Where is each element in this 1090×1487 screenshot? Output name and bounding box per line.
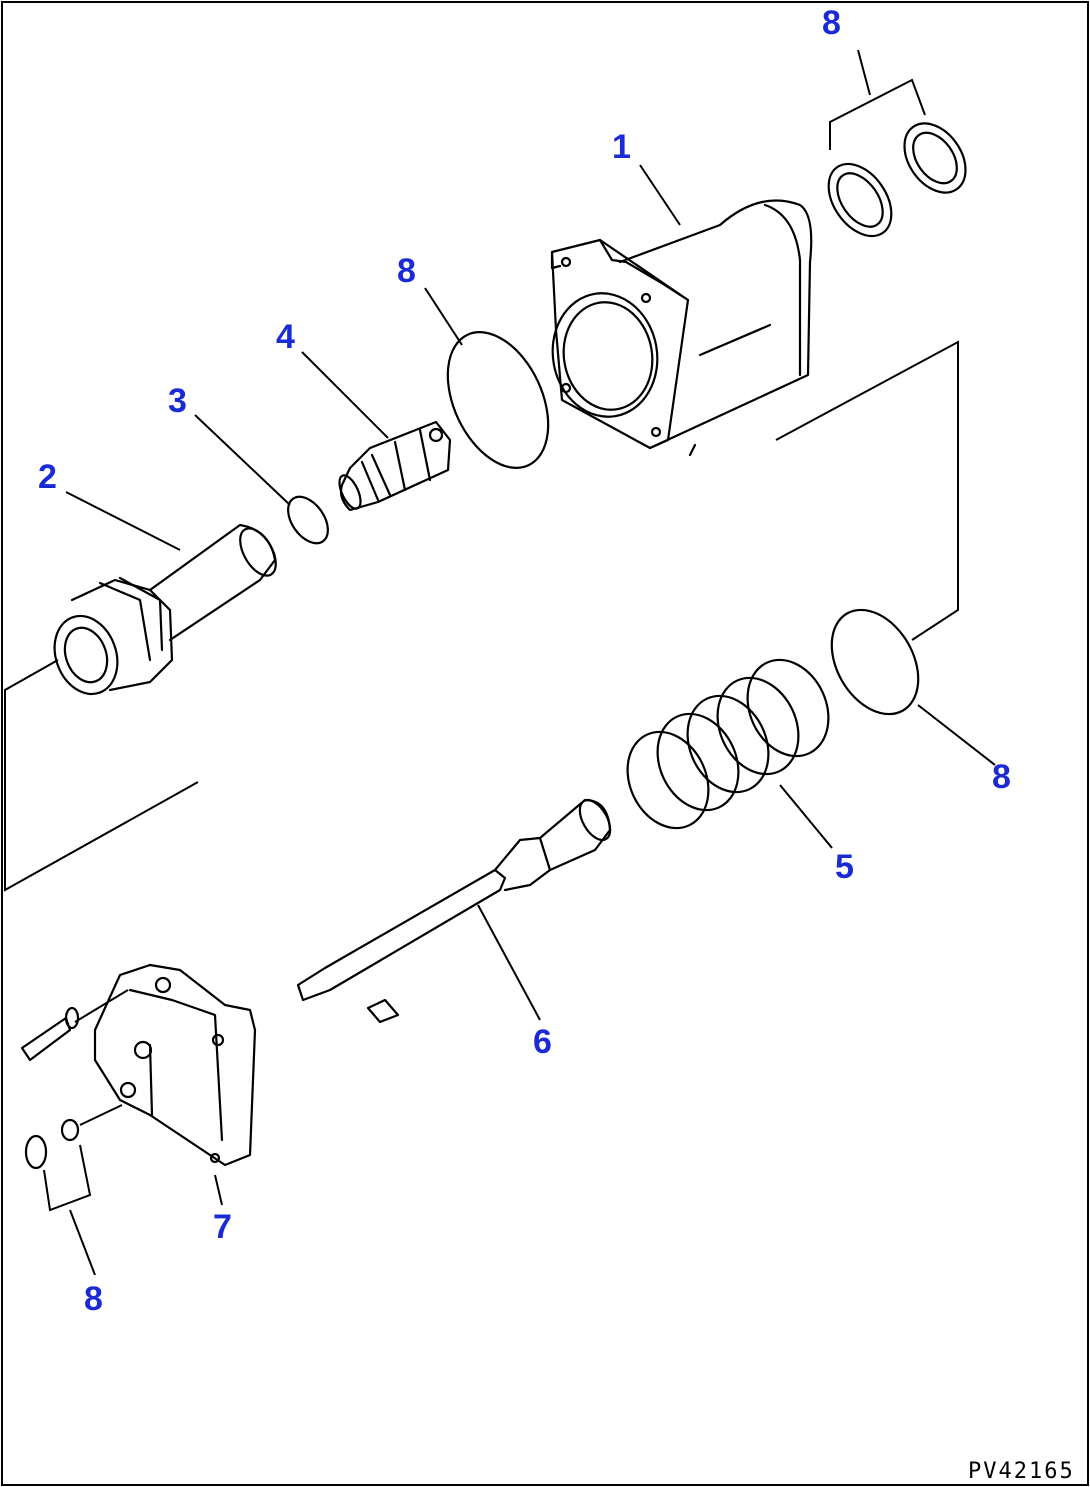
label-8-right: 8 bbox=[992, 758, 1011, 796]
leader-6 bbox=[477, 904, 541, 1021]
part-7-cover bbox=[20, 963, 257, 1170]
part-8-o-ring-right bbox=[830, 608, 920, 716]
leader-4 bbox=[301, 351, 389, 439]
guide-line-right bbox=[775, 340, 959, 641]
part-8-o-ring-upper bbox=[446, 331, 550, 469]
label-4: 4 bbox=[276, 318, 295, 356]
guide-line-left bbox=[4, 659, 199, 892]
leader-8-top bbox=[829, 49, 926, 150]
part-8-seal-pair-top bbox=[827, 122, 967, 238]
label-6: 6 bbox=[533, 1023, 552, 1061]
leader-3 bbox=[194, 414, 291, 506]
label-1: 1 bbox=[612, 128, 631, 166]
label-8-top: 8 bbox=[822, 4, 841, 42]
label-7: 7 bbox=[213, 1208, 232, 1246]
leader-5 bbox=[779, 784, 833, 849]
label-8-bottom: 8 bbox=[84, 1280, 103, 1318]
label-2: 2 bbox=[38, 458, 57, 496]
label-8-upper: 8 bbox=[397, 252, 416, 290]
part-6-piston-rod bbox=[296, 798, 612, 1024]
leader-8-upper bbox=[424, 287, 463, 346]
leader-2 bbox=[65, 491, 181, 551]
part-3-snap-ring bbox=[287, 495, 329, 545]
part-5-spring bbox=[626, 658, 830, 830]
part-1-cylinder-body bbox=[550, 199, 813, 457]
leader-1 bbox=[639, 164, 681, 226]
leader-8-right bbox=[917, 704, 996, 766]
part-2-sleeve bbox=[53, 523, 277, 696]
leader-8-bottom bbox=[43, 1144, 96, 1276]
leader-7 bbox=[214, 1174, 223, 1206]
part-4-valve-spool bbox=[338, 420, 452, 512]
label-5: 5 bbox=[835, 848, 854, 886]
leader-7-parts bbox=[74, 989, 129, 1126]
drawing-code: PV42165 bbox=[968, 1459, 1075, 1484]
label-3: 3 bbox=[168, 382, 187, 420]
